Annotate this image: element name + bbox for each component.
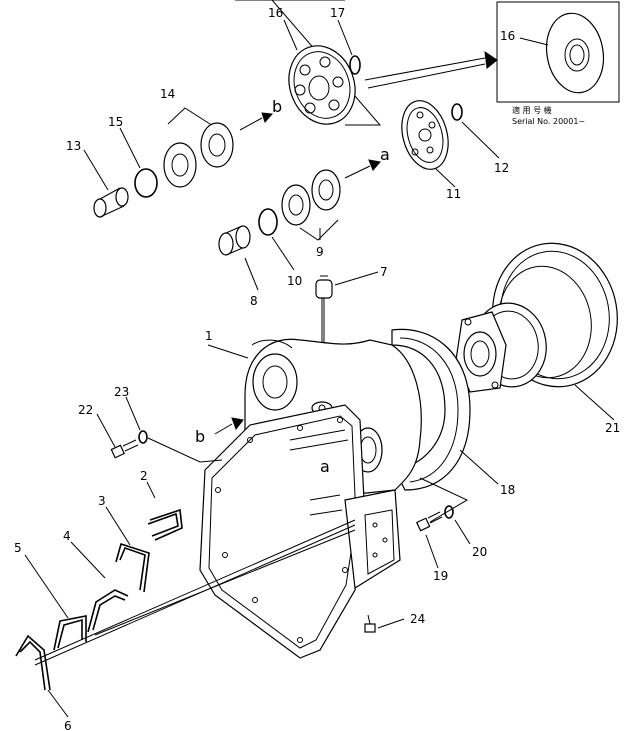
callout-2: 2 — [140, 469, 148, 483]
callout-14: 14 — [160, 87, 175, 101]
callout-9: 9 — [316, 245, 324, 259]
callout-3: 3 — [98, 494, 106, 508]
letter-b-top: b — [272, 97, 282, 116]
bracket-14 — [167, 107, 211, 125]
callout-1: 1 — [205, 329, 213, 343]
part-14-bearing-a — [163, 122, 234, 188]
callout-16: 16 — [268, 6, 283, 20]
callout-10: 10 — [287, 274, 302, 288]
part-21-torque-converter — [455, 242, 618, 393]
part-19-bolt — [415, 511, 443, 532]
callout-6: 6 — [64, 719, 72, 731]
arrow-to-inset — [364, 50, 498, 89]
part-15-snap-ring — [134, 168, 158, 198]
part-24-plug — [364, 614, 376, 633]
pipes-2-to-6 — [15, 508, 356, 691]
callout-22: 22 — [78, 403, 93, 417]
callout-13: 13 — [66, 139, 81, 153]
letter-a-case: a — [320, 457, 330, 476]
inset-callout-16: 16 — [500, 29, 515, 43]
part-12-snap-ring — [451, 103, 463, 121]
callout-8: 8 — [250, 294, 258, 308]
callout-20: 20 — [472, 545, 487, 559]
callout-21: 21 — [605, 421, 620, 435]
callout-15: 15 — [108, 115, 123, 129]
part-13-sleeve — [93, 187, 129, 218]
part-11-plate — [401, 100, 449, 170]
callout-23: 23 — [114, 385, 129, 399]
arrow-b-case — [214, 417, 244, 435]
callout-5: 5 — [14, 541, 22, 555]
callout-18: 18 — [500, 483, 515, 497]
bracket-9 — [299, 219, 339, 241]
part-22-bolt — [110, 439, 139, 459]
inset-note-line2: Serial No. 20001~ — [512, 117, 585, 126]
leader-lines — [24, 19, 615, 718]
callout-19: 19 — [433, 569, 448, 583]
callout-24: 24 — [410, 612, 425, 626]
inset-box — [496, 1, 620, 103]
part-20-washer — [444, 505, 454, 519]
callout-11: 11 — [446, 187, 461, 201]
callout-12: 12 — [494, 161, 509, 175]
callout-17: 17 — [330, 6, 345, 20]
leader-22-23 — [147, 437, 223, 463]
part-8-sleeve — [218, 225, 251, 256]
part-1-transmission-case — [199, 338, 422, 659]
leader-19-20 — [419, 477, 469, 523]
callout-7: 7 — [380, 265, 388, 279]
arrow-b-top — [239, 112, 274, 131]
arrow-a-top — [344, 159, 381, 179]
part-9-bearing — [281, 169, 341, 226]
letter-b-case: b — [195, 427, 205, 446]
part-16-gear-plate — [288, 45, 356, 125]
letter-a-top: a — [380, 145, 390, 164]
part-18-housing-flange — [391, 328, 471, 491]
callout-4: 4 — [63, 529, 71, 543]
part-23-washer — [138, 430, 148, 444]
part-10-snap-ring — [258, 208, 278, 236]
part-17-snap-ring — [349, 55, 361, 75]
inset-note-line1: 適 用 号 機 — [512, 105, 552, 115]
